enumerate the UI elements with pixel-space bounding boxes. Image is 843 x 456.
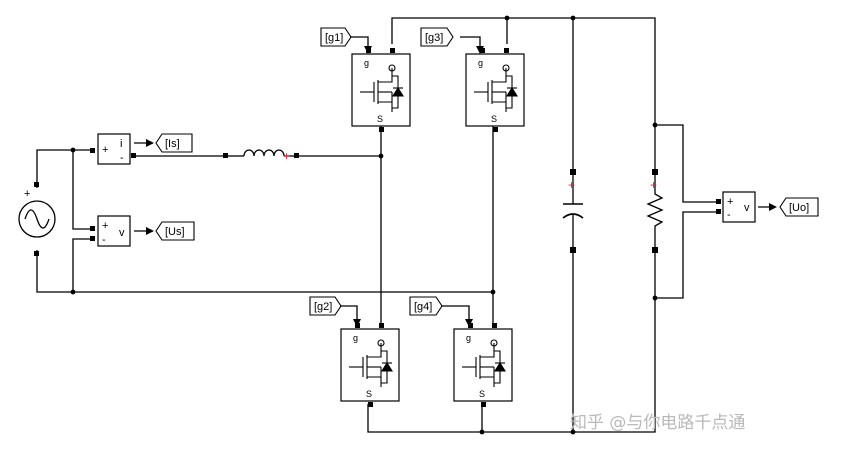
wire-bottom-bus [367,211,718,433]
source-port [368,402,373,407]
goto-tag-g2: [g2] [309,296,342,316]
cm-minus: - [120,152,124,164]
resistor: + [646,169,664,253]
capacitor-polarity-mark: + [568,178,575,192]
watermark: 知乎 @与你电路千点通 [570,413,745,433]
mosfet-symbol-icon [462,339,506,387]
mosfet-s2: gS [340,323,400,407]
capacitor: + [562,169,584,253]
drain-port [379,323,384,328]
mosfet-s3: gS [465,48,525,132]
source-port [379,127,384,132]
mosfet-s1: gS [351,48,411,132]
gate-label: g [478,58,483,68]
goto-tag-uo: [Uo] [779,197,819,217]
goto-label: [Is] [165,138,180,150]
mosfet-symbol-icon [360,64,404,112]
inductor-coil-icon [243,149,285,157]
drain-port [390,48,395,53]
drain-port [492,323,497,328]
mosfet-symbol-icon [474,64,518,112]
source-label: S [377,114,383,124]
gate-arrows [340,36,484,327]
goto-tag-g1: [g1] [320,27,352,47]
gate-label: g [466,333,471,343]
junctions [70,15,658,435]
vm-in-plus: + [102,220,108,232]
inductor-polarity-mark: + [283,149,290,163]
vm-in-minus: - [102,234,106,246]
cm-plus: + [102,144,108,156]
wire-vs-minus [72,238,93,292]
vm-out-plus: + [727,196,733,208]
voltage-measurement-block-output: + - v [716,191,756,223]
goto-label: [g4] [414,301,432,313]
source-label: S [479,389,485,399]
ac-voltage-source: + [18,182,56,256]
goto-label: [g2] [314,301,332,313]
inductor: + [223,149,299,163]
mosfet-s4: gS [453,323,513,407]
goto-tag-g3: [g3] [420,27,454,47]
ac-plus-label: + [24,188,30,200]
cm-out: i [120,138,122,150]
vm-out-minus: - [727,209,731,221]
drain-port [504,48,509,53]
wire-ac-bottom [36,250,493,293]
goto-label: [Uo] [789,202,809,214]
current-measurement-block: + i - [90,133,136,165]
gate-label: g [364,58,369,68]
source-port [481,402,486,407]
goto-tag-us: [Us] [155,221,195,241]
sine-icon [24,209,50,229]
voltage-measurement-block-input: + - v [90,215,131,247]
goto-tag-g4: [g4] [409,296,443,316]
source-label: S [366,389,372,399]
vm-out-out: v [744,202,750,214]
goto-label: [g3] [425,32,443,44]
source-port [493,127,498,132]
gate-label: g [353,333,358,343]
goto-label: [Us] [165,226,185,238]
mosfet-symbol-icon [349,339,393,387]
goto-tag-is: [Is] [155,133,193,153]
vm-in-out: v [119,227,125,239]
wire-ac-top [36,149,93,188]
source-label: S [491,114,497,124]
resistor-polarity-mark: + [650,178,657,192]
wire-vs-plus [72,150,93,230]
gate-port [480,48,485,53]
goto-tags: [g1] [g3] [g2] [g4] [Is] [Us] [Uo] [155,27,819,316]
goto-label: [g1] [325,32,343,44]
